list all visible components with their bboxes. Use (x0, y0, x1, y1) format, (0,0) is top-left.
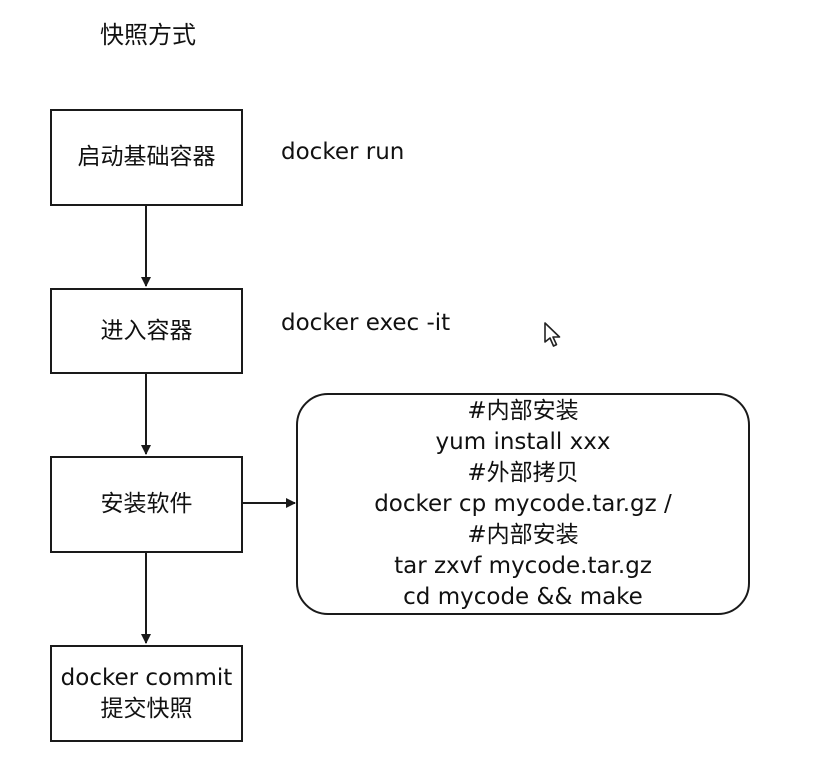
step-command: docker exec -it (281, 310, 451, 336)
step-label-line: 提交快照 (100, 695, 193, 722)
step-commit-snapshot: docker commit 提交快照 (50, 645, 243, 742)
step-label: 进入容器 (100, 317, 193, 344)
step-label-line: docker commit (60, 664, 233, 691)
step-install-software: 安装软件 (50, 456, 243, 553)
note-line: docker cp mycode.tar.gz / (374, 490, 672, 517)
note-line: cd mycode && make (403, 583, 643, 610)
note-line: #内部安装 (467, 521, 579, 548)
step-command: docker run (281, 139, 405, 165)
note-line: #内部安装 (467, 397, 579, 424)
step-label: 启动基础容器 (77, 144, 216, 170)
note-line: #外部拷贝 (467, 459, 579, 486)
diagram-title: 快照方式 (100, 21, 196, 49)
step-enter-container: 进入容器 (50, 288, 243, 374)
step-label: 安装软件 (100, 491, 193, 517)
install-notes-box: #内部安装 yum install xxx #外部拷贝 docker cp my… (296, 393, 750, 615)
note-line: yum install xxx (435, 428, 611, 455)
note-line: tar zxvf mycode.tar.gz (394, 552, 652, 579)
step-start-base-container: 启动基础容器 (50, 109, 243, 206)
mouse-pointer-icon (544, 322, 561, 347)
